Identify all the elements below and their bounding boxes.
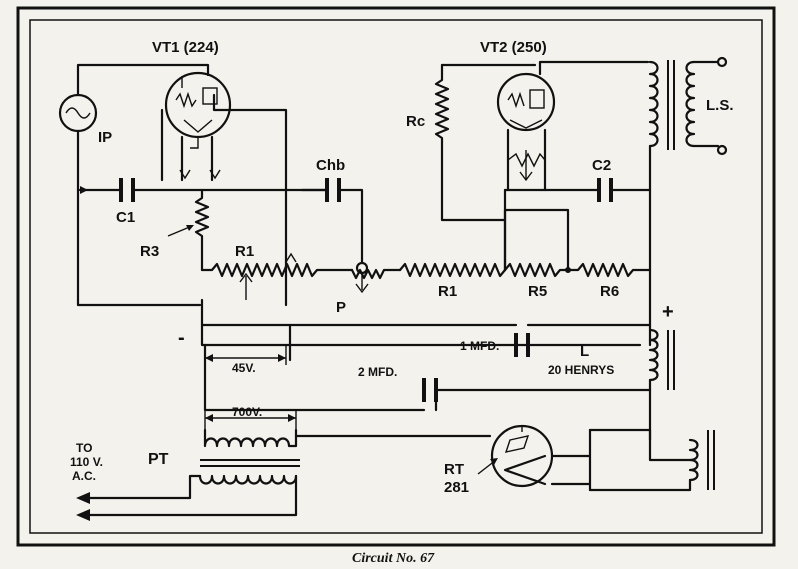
r1-right-label: R1 bbox=[438, 283, 457, 300]
vt2-tube bbox=[496, 60, 650, 192]
rc-resistor bbox=[434, 63, 537, 222]
c2-label: C2 bbox=[592, 157, 611, 174]
one-mfd-capacitor bbox=[200, 323, 652, 362]
vt1-label: VT1 (224) bbox=[152, 39, 219, 56]
ip-label: IP bbox=[98, 129, 112, 146]
vt1-tube bbox=[160, 71, 288, 307]
resistor-chain bbox=[398, 208, 652, 278]
to-label: TO bbox=[76, 441, 92, 455]
ip-signal-source bbox=[58, 63, 210, 307]
r5-label: R5 bbox=[528, 283, 547, 300]
rt-label: RT bbox=[444, 461, 464, 478]
output-transformer bbox=[648, 56, 728, 347]
chb-label: Chb bbox=[316, 157, 345, 174]
c1-label: C1 bbox=[116, 209, 135, 226]
one-mfd-label: 1 MFD. bbox=[460, 339, 499, 353]
ac-label: A.C. bbox=[72, 469, 96, 483]
power-transformer bbox=[76, 428, 492, 521]
rc-label: Rc bbox=[406, 113, 425, 130]
chb-capacitor bbox=[284, 178, 369, 275]
45v-label: 45V. bbox=[232, 361, 256, 375]
outer-frame bbox=[16, 6, 776, 547]
c2-capacitor bbox=[503, 178, 652, 272]
henrys-label: 20 HENRYS bbox=[548, 363, 614, 377]
r3-resistor bbox=[167, 188, 210, 272]
p-potentiometer bbox=[350, 268, 402, 294]
minus-label: - bbox=[178, 327, 185, 349]
110v-label: 110 V. bbox=[70, 455, 103, 469]
rt-number-label: 281 bbox=[444, 479, 469, 496]
plus-label: + bbox=[662, 301, 674, 323]
r1-left-resistor bbox=[200, 252, 642, 347]
two-mfd-label: 2 MFD. bbox=[358, 365, 397, 379]
choke-l bbox=[648, 328, 675, 442]
inner-frame bbox=[29, 19, 763, 534]
ls-label: L.S. bbox=[706, 97, 734, 114]
r3-label: R3 bbox=[140, 243, 159, 260]
rt-rectifier-tube bbox=[477, 424, 592, 492]
figure-caption: Circuit No. 67 bbox=[352, 551, 435, 566]
r6-label: R6 bbox=[600, 283, 619, 300]
700v-label: 700V. bbox=[232, 405, 262, 419]
vt2-label: VT2 (250) bbox=[480, 39, 547, 56]
pt-label: PT bbox=[148, 451, 169, 468]
l-label: L bbox=[580, 343, 589, 360]
filament-transformer bbox=[588, 428, 715, 492]
r1-left-label: R1 bbox=[235, 243, 254, 260]
700v-bracket bbox=[204, 410, 297, 430]
p-label: P bbox=[336, 299, 346, 316]
